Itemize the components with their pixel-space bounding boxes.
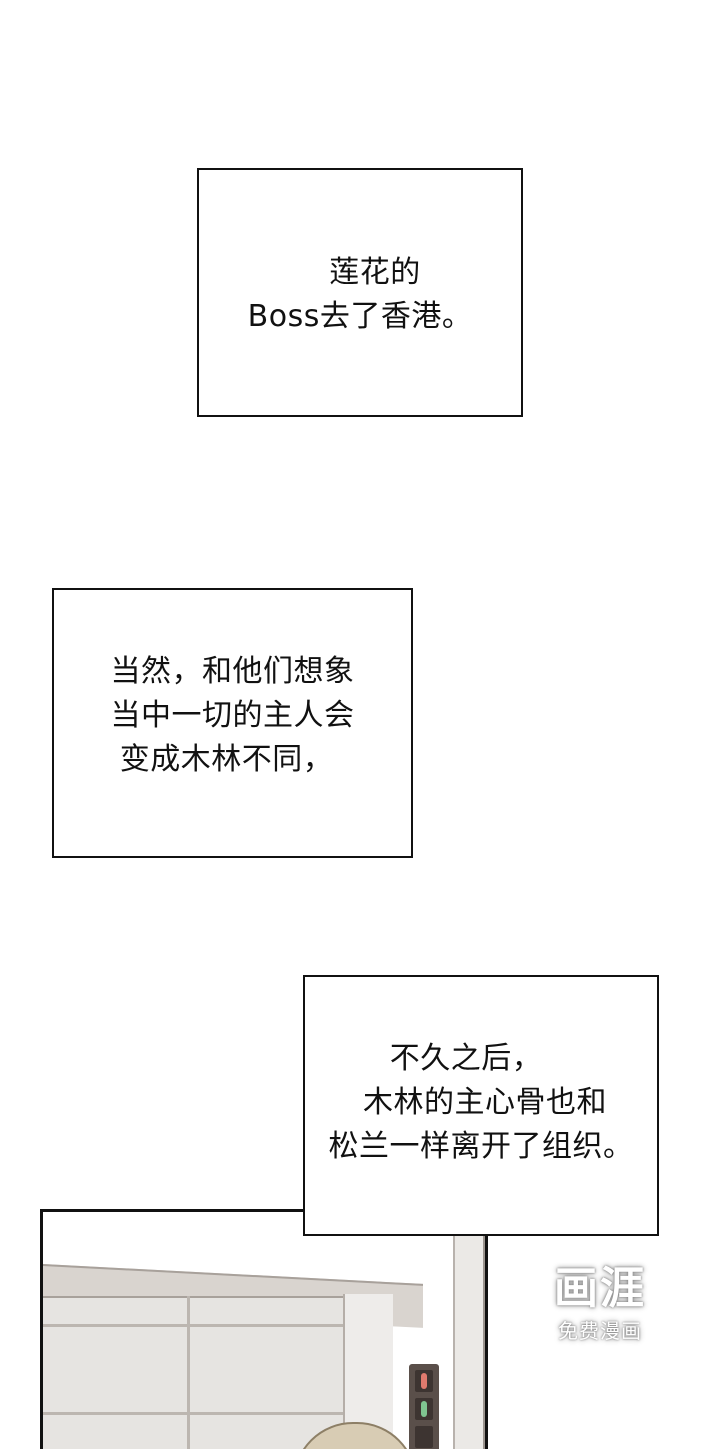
caption-line: Boss去了香港。 [247,298,473,334]
caption-line: 木林的主心骨也和 [363,1084,607,1120]
building-facade [43,1296,343,1449]
caption-text-2: 当然，和他们想象 当中一切的主人会 变成木林不同， [111,650,355,782]
window-rail [43,1412,343,1415]
walk-stop-light-icon [415,1370,433,1392]
panel-frame [40,1209,488,1449]
caption-box-2: 当然，和他们想象 当中一切的主人会 变成木林不同， [52,588,413,858]
utility-pole [453,1212,485,1449]
watermark-tagline: 免费漫画 [558,1319,642,1343]
caption-line: 松兰一样离开了组织。 [328,1128,634,1164]
caption-text-3: 不久之后， 木林的主心骨也和 松兰一样离开了组织。 [329,1037,634,1169]
caption-line: 变成木林不同， [119,742,334,777]
window-rail [43,1324,343,1327]
caption-line: 莲花的 [329,254,421,290]
walk-go-light-icon [415,1398,433,1420]
caption-box-1: 莲花的 Boss去了香港。 [197,168,523,417]
watermark-logo: 画涯 [554,1263,646,1314]
window-divider [187,1296,190,1449]
comic-panel [40,1209,720,1449]
caption-line: 不久之后， [389,1040,543,1076]
caption-line: 当中一切的主人会 [110,698,355,733]
pedestrian-signal [409,1364,439,1449]
watermark: 画涯 免费漫画 [540,1260,660,1344]
caption-box-3: 不久之后， 木林的主心骨也和 松兰一样离开了组织。 [303,975,659,1236]
caption-line: 当然，和他们想象 [110,654,355,689]
caption-text-1: 莲花的 Boss去了香港。 [248,247,473,339]
signal-lamp [415,1426,433,1448]
